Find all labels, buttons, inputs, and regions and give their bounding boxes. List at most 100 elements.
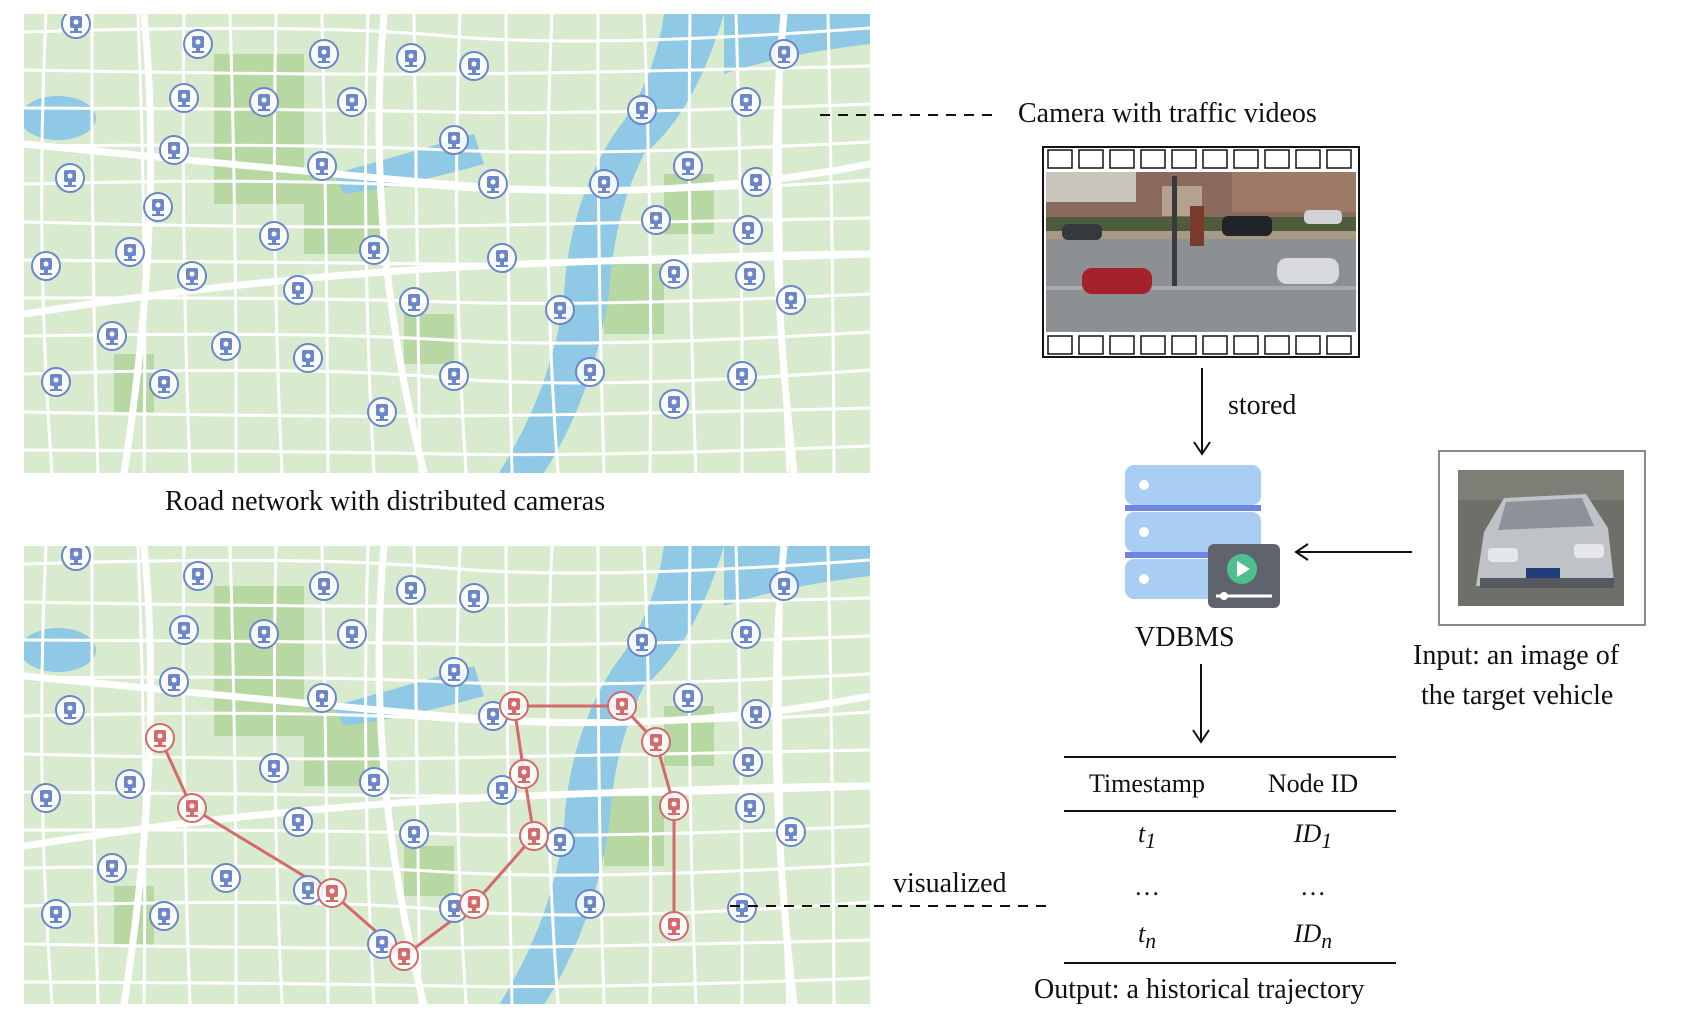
table-row: … …: [1064, 862, 1396, 912]
camera-icon: [177, 261, 207, 291]
traffic-video-filmstrip: [1042, 146, 1360, 358]
camera-icon: [309, 571, 339, 601]
camera-icon: [359, 235, 389, 265]
road: [24, 862, 870, 877]
top-map-caption: Road network with distributed cameras: [165, 486, 606, 517]
road: [734, 14, 744, 473]
trajectory-table: Timestamp Node ID t1 ID1 … … tn IDn: [1064, 756, 1396, 964]
camera-icon: [55, 163, 85, 193]
cell-node-id: …: [1300, 872, 1326, 901]
camera-icon: [143, 192, 173, 222]
video-player-icon: [1208, 544, 1280, 608]
trajectory-camera-icon: [607, 691, 637, 721]
camera-icon: [41, 899, 71, 929]
camera-icon: [149, 901, 179, 931]
film-hole: [1264, 149, 1290, 169]
river-branch: [724, 546, 870, 606]
camera-label: Camera with traffic videos: [1018, 98, 1317, 129]
camera-icon: [307, 683, 337, 713]
road: [642, 14, 653, 473]
film-hole: [1295, 335, 1321, 355]
camera-icon: [731, 619, 761, 649]
road: [228, 14, 238, 473]
road: [90, 546, 100, 1004]
road: [228, 546, 238, 1004]
camera-icon: [309, 39, 339, 69]
film-hole: [1078, 335, 1104, 355]
camera-icon: [307, 151, 337, 181]
camera-icon: [149, 369, 179, 399]
visualized-label: visualized: [893, 868, 1007, 899]
film-hole: [1171, 149, 1197, 169]
park-area: [604, 796, 664, 866]
film-hole: [1264, 335, 1290, 355]
river: [499, 546, 724, 1004]
input-arrow: [1294, 543, 1412, 561]
camera-icon: [211, 331, 241, 361]
trajectory-camera-icon: [459, 889, 489, 919]
trajectory-camera-icon: [519, 821, 549, 851]
camera-icon: [769, 39, 799, 69]
film-hole: [1078, 149, 1104, 169]
road: [24, 748, 870, 761]
camera-icon: [575, 357, 605, 387]
film-hole: [1295, 149, 1321, 169]
stored-arrow: [1193, 368, 1211, 456]
camera-icon: [293, 343, 323, 373]
road: [546, 14, 560, 473]
camera-icon: [283, 807, 313, 837]
film-hole: [1140, 335, 1166, 355]
vehicle-photo-icon: [1458, 470, 1624, 606]
road: [412, 546, 422, 1004]
cell-node-id: IDn: [1230, 912, 1396, 964]
vdbms-label: VDBMS: [1135, 622, 1235, 653]
film-hole: [1047, 335, 1073, 355]
visualized-dashed-line: [730, 905, 1046, 907]
river-branch: [724, 14, 870, 74]
camera-icon: [169, 615, 199, 645]
trajectory-table-wrap: Timestamp Node ID t1 ID1 … … tn IDn: [1064, 756, 1396, 964]
camera-icon: [673, 151, 703, 181]
road: [40, 14, 54, 473]
camera-icon: [731, 87, 761, 117]
cell-timestamp: tn: [1064, 912, 1230, 964]
camera-icon: [31, 783, 61, 813]
camera-icon: [41, 367, 71, 397]
output-arrow: [1192, 664, 1210, 744]
table-row: tn IDn: [1064, 912, 1396, 964]
camera-icon: [396, 43, 426, 73]
vdbms-icon: [1125, 465, 1280, 608]
camera-icon: [659, 389, 689, 419]
camera-icon: [399, 287, 429, 317]
camera-icon: [627, 95, 657, 125]
camera-icon: [115, 237, 145, 267]
camera-icon: [31, 251, 61, 281]
camera-icon: [545, 295, 575, 325]
film-hole: [1202, 335, 1228, 355]
input-label-line2: the target vehicle: [1421, 680, 1614, 711]
camera-icon: [259, 753, 289, 783]
trajectory-camera-icon: [509, 759, 539, 789]
camera-icon: [259, 221, 289, 251]
table-row: t1 ID1: [1064, 811, 1396, 862]
road: [181, 546, 192, 1004]
camera-icon: [545, 827, 575, 857]
road: [136, 546, 147, 1004]
road: [826, 14, 836, 473]
film-hole: [1109, 149, 1135, 169]
road: [24, 26, 870, 43]
road: [455, 546, 468, 1004]
trajectory-camera-icon: [389, 941, 419, 971]
trajectory-camera-icon: [499, 691, 529, 721]
road: [181, 14, 192, 473]
camera-icon: [727, 893, 757, 923]
road: [24, 292, 870, 305]
camera-icon: [673, 683, 703, 713]
film-hole: [1233, 335, 1259, 355]
road: [504, 14, 514, 473]
camera-icon: [183, 29, 213, 59]
park-area: [604, 264, 664, 334]
camera-icon: [487, 243, 517, 273]
camera-icon: [249, 619, 279, 649]
road: [320, 546, 330, 1004]
